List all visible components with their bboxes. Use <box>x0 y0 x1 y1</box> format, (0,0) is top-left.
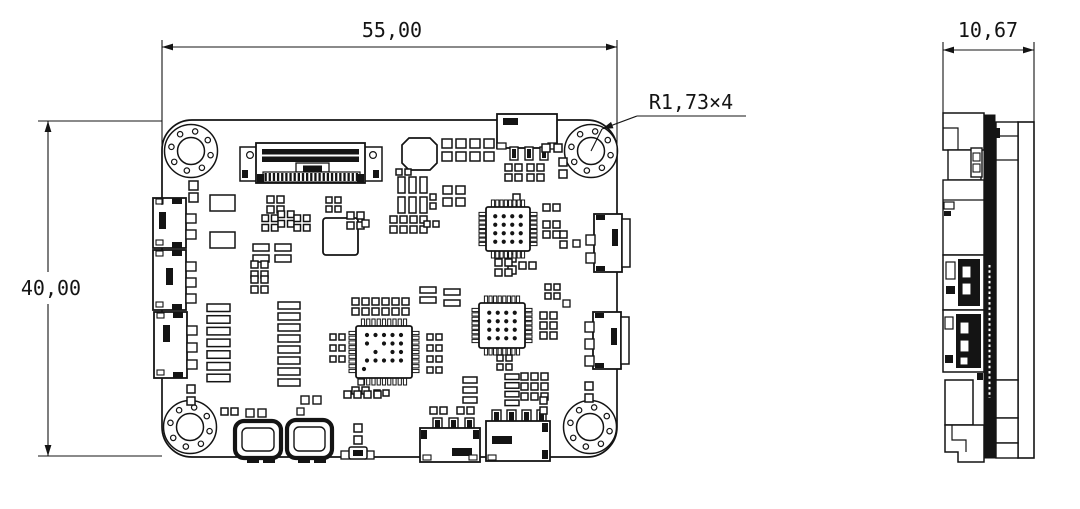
front-view <box>152 113 631 463</box>
dim-label-board-width: 55,00 <box>359 18 425 42</box>
side-view <box>942 112 1035 463</box>
dim-label-board-depth: 10,67 <box>955 18 1021 42</box>
dim-label-board-height: 40,00 <box>18 276 84 300</box>
dim-label-corner-radius: R1,73×4 <box>646 90 736 114</box>
dimension-lines <box>38 40 1035 457</box>
